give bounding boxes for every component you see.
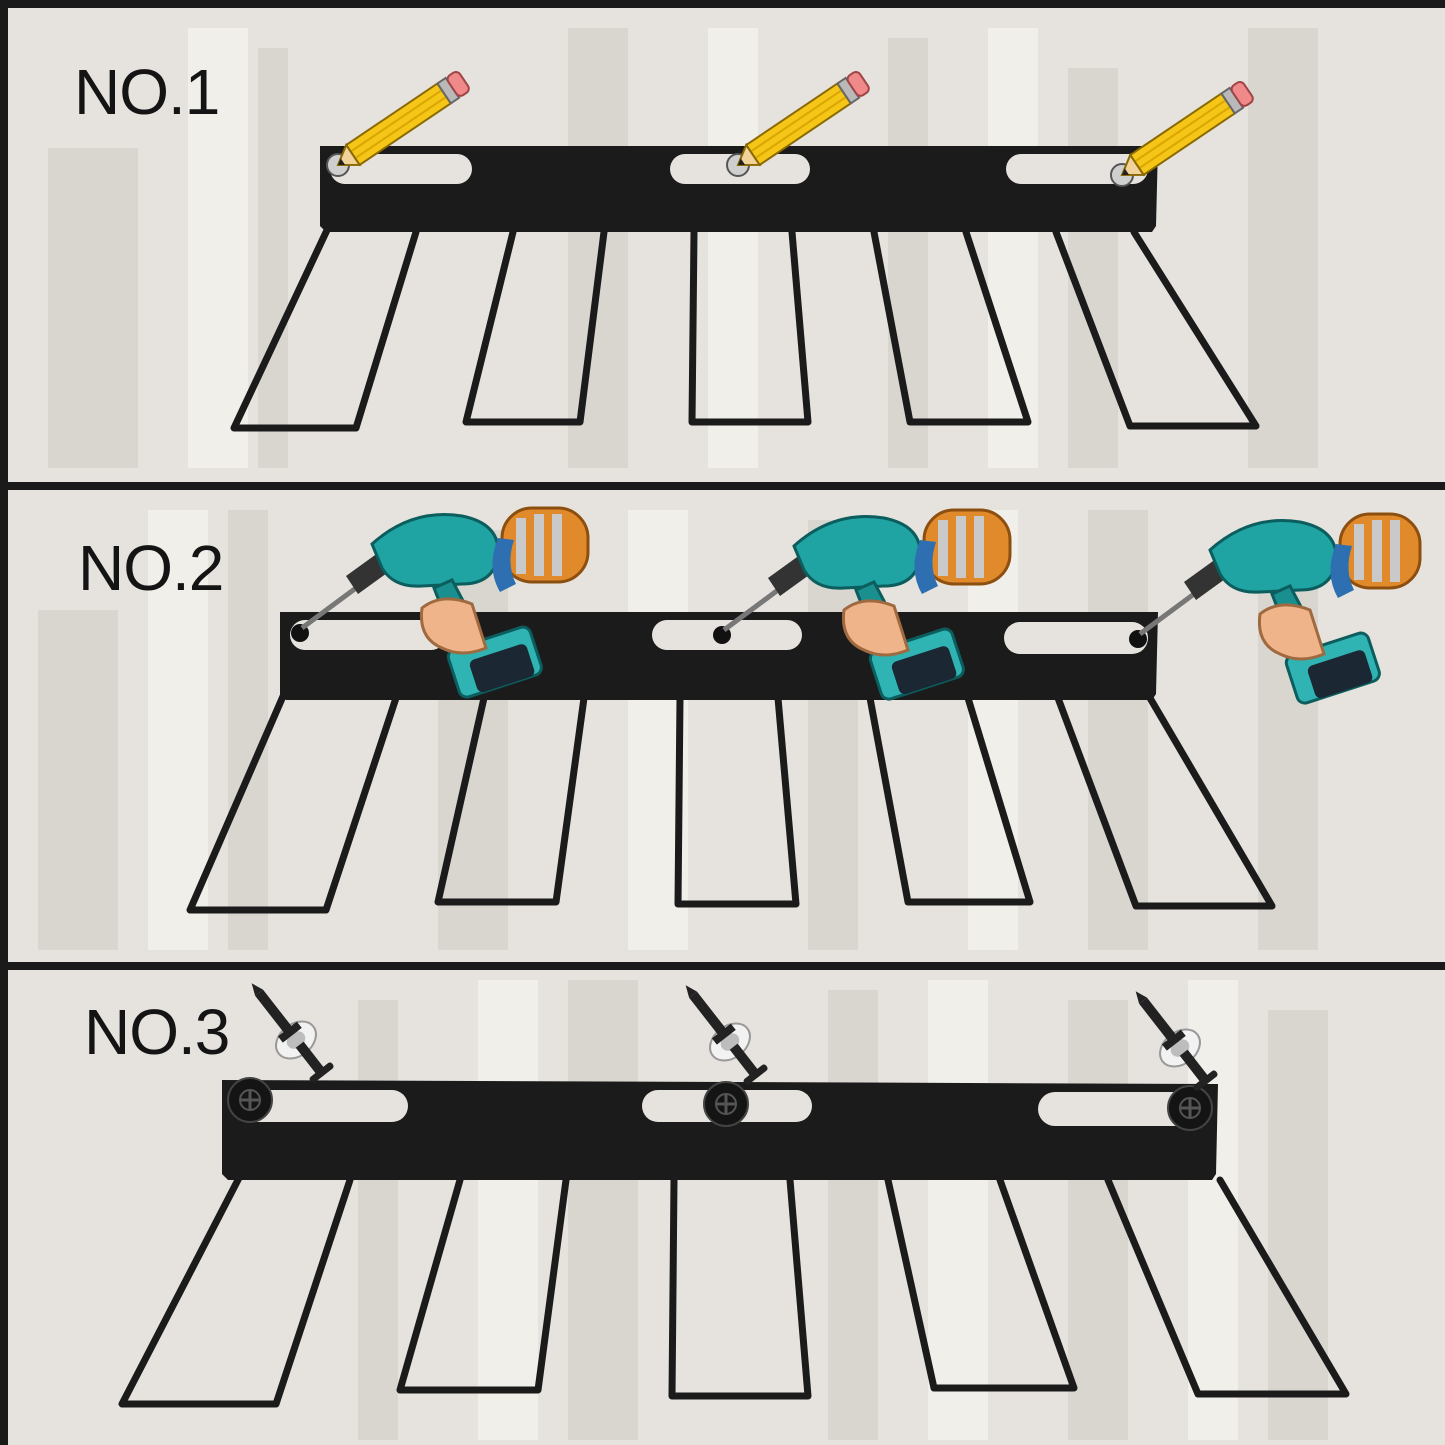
rack-slot [240,1090,408,1122]
screw-head-icon [1167,1085,1213,1131]
screw-head-icon [703,1081,749,1127]
step-label: NO.1 [74,56,220,128]
power-drill-icon [300,506,590,699]
rack-slot [290,620,446,650]
step-panel-2: NO.2 [8,490,1445,962]
step-panel-3: NO.3 [8,970,1445,1445]
rack-arms [230,224,1260,432]
power-drill-icon [1138,512,1422,705]
step-label: NO.2 [78,532,224,604]
power-drill-icon [722,508,1012,701]
rack-arms [118,1172,1350,1408]
screw-icon [685,985,768,1085]
rack-slot [1038,1092,1208,1126]
rack-plate [222,1080,1218,1180]
rack-arms [186,690,1276,914]
screw-icon [1135,991,1218,1091]
wall-background [8,970,1445,1445]
wall-rack [118,983,1350,1408]
pencil-icon [336,70,470,167]
wall-rack [230,70,1260,432]
rack-slot [1004,622,1148,654]
rack-plate [320,146,1158,232]
step-panel-1: NO.1 [8,8,1445,482]
pencil-icon [1120,80,1254,177]
screw-head-icon [227,1077,273,1123]
screw-icon [251,983,334,1083]
pencil-icon [736,70,870,167]
wall-rack [186,506,1422,914]
step-label: NO.3 [84,996,230,1068]
